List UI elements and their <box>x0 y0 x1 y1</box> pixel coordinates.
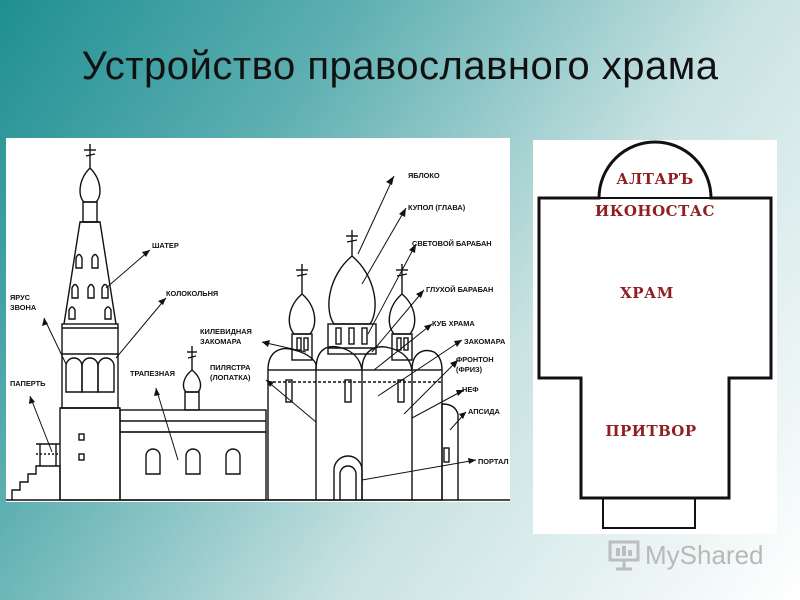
porch-steps <box>11 443 61 500</box>
right-side-dome <box>388 264 416 361</box>
label-fronton: ФРОНТОН <box>456 355 494 364</box>
plan-label-pritvor: ПРИТВОР <box>605 422 696 440</box>
label-pilyastra: ПИЛЯСТРА <box>210 363 251 372</box>
elevation-svg: ЯБЛОКО КУПОЛ (ГЛАВА) СВЕТОВОЙ БАРАБАН ША… <box>6 144 510 501</box>
refectory <box>119 346 267 501</box>
watermark-text: MyShared <box>645 539 764 570</box>
arrowheads <box>29 176 476 464</box>
bell-tower <box>59 144 121 501</box>
label-papert: ПАПЕРТЬ <box>10 379 46 388</box>
label-shater: ШАТЕР <box>152 241 179 250</box>
label-zakomara: ЗАКОМАРА <box>464 337 506 346</box>
left-side-dome <box>288 264 316 361</box>
presentation-icon <box>608 540 640 571</box>
label-kupol: КУПОЛ (ГЛАВА) <box>408 203 466 212</box>
entrance-porch <box>602 497 696 529</box>
church-cube <box>267 345 459 501</box>
label-kub-khrama: КУБ ХРАМА <box>432 319 475 328</box>
label-kilevidnaya-zakomara: ЗАКОМАРА <box>200 337 242 346</box>
label-yabloko: ЯБЛОКО <box>408 171 440 180</box>
label-yarus: ЯРУС <box>10 293 31 302</box>
label-kilevidnaya: КИЛЕВИДНАЯ <box>200 327 252 336</box>
label-portal: ПОРТАЛ <box>478 457 509 466</box>
plan-label-khram: ХРАМ <box>620 284 674 302</box>
label-lopatka: (ЛОПАТКА) <box>210 373 251 382</box>
plan-label-altar: АЛТАРЪ <box>616 170 694 188</box>
church-floor-plan: АЛТАРЪ ИКОНОСТАС ХРАМ ПРИТВОР <box>533 140 777 534</box>
leader-lines <box>29 175 477 481</box>
label-zvona: ЗВОНА <box>10 303 37 312</box>
church-elevation-drawing: ЯБЛОКО КУПОЛ (ГЛАВА) СВЕТОВОЙ БАРАБАН ША… <box>6 138 510 502</box>
plan-label-iconostas: ИКОНОСТАС <box>595 202 715 220</box>
label-apsida: АПСИДА <box>468 407 500 416</box>
slide-title: Устройство православного храма <box>81 44 719 88</box>
label-kolokolnya: КОЛОКОЛЬНЯ <box>166 289 218 298</box>
myshared-watermark: MyShared <box>607 538 777 572</box>
central-dome <box>327 230 377 355</box>
label-svetovoy-baraban: СВЕТОВОЙ БАРАБАН <box>412 239 492 248</box>
label-friz: (ФРИЗ) <box>456 365 483 374</box>
plan-outline <box>537 140 773 500</box>
label-glukhoy-baraban: ГЛУХОЙ БАРАБАН <box>426 285 493 294</box>
label-nef: НЕФ <box>462 385 479 394</box>
label-trapeznaya: ТРАПЕЗНАЯ <box>130 369 175 378</box>
plan-svg: АЛТАРЪ ИКОНОСТАС ХРАМ ПРИТВОР <box>537 140 773 529</box>
